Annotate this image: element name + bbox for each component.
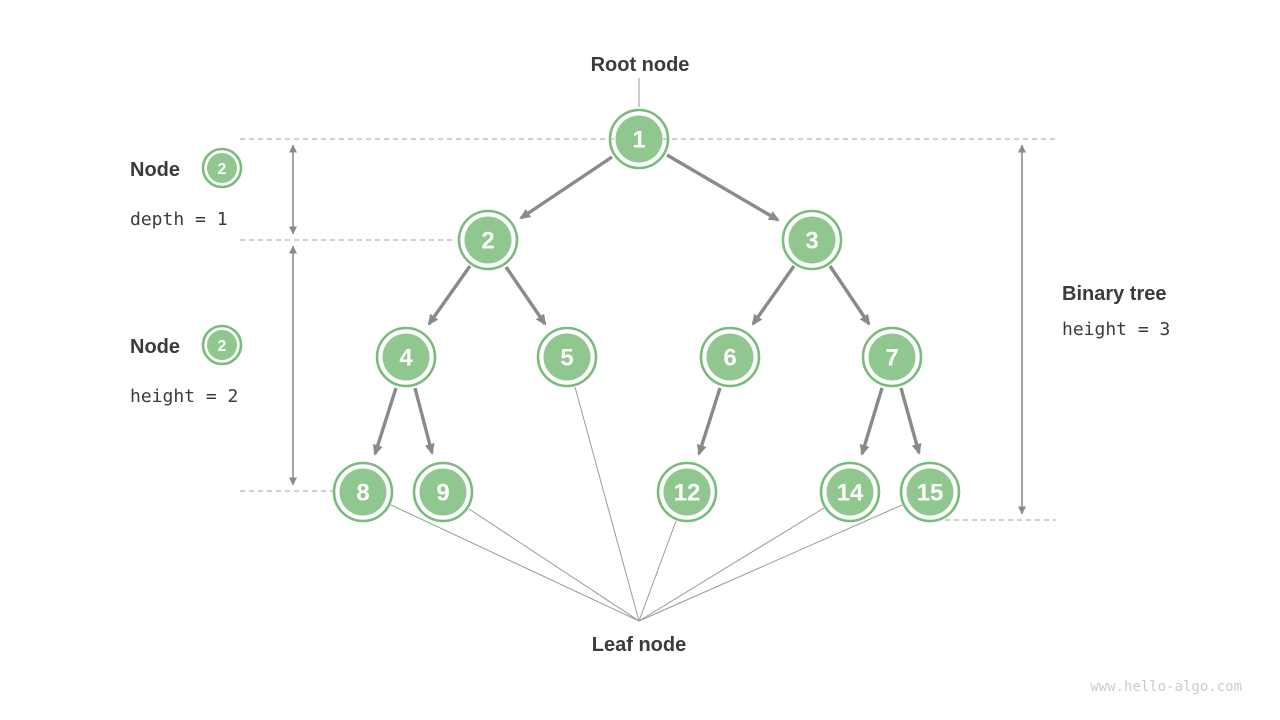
legend-depth-badge-ring xyxy=(201,147,243,189)
edge-7-15 xyxy=(899,387,922,455)
edge-2-5 xyxy=(504,266,547,326)
tree-node-15: 15 xyxy=(899,461,961,523)
node-ring xyxy=(412,461,474,523)
node-value: 15 xyxy=(917,480,944,507)
edge-1-3 xyxy=(666,153,780,222)
legend-height-badge-value: 2 xyxy=(218,338,227,355)
node-circle xyxy=(868,333,916,381)
node-value: 6 xyxy=(723,345,736,372)
leaf-line-15 xyxy=(638,504,903,622)
leaf-line-8 xyxy=(390,504,640,622)
node-circle xyxy=(419,468,467,516)
legend-height-caption: height = 2 xyxy=(130,386,238,407)
leaf-node-label: Leaf node xyxy=(592,634,686,656)
edge-4-9 xyxy=(413,387,435,455)
tree-node-9: 9 xyxy=(412,461,474,523)
tree-node-2: 2 xyxy=(457,209,519,271)
legend-height-node-label: Node xyxy=(130,336,180,358)
binary-tree-height-caption: height = 3 xyxy=(1062,319,1170,340)
node-ring xyxy=(375,326,437,388)
edge-1-2 xyxy=(519,155,613,220)
legend-height-badge-circle xyxy=(207,330,237,360)
node-value: 1 xyxy=(632,127,645,154)
edge-3-7 xyxy=(828,265,871,326)
node-value: 2 xyxy=(481,228,494,255)
node-value: 9 xyxy=(436,480,449,507)
legend-node-height: Node 2 height = 2 xyxy=(130,324,243,407)
leaf-line-9 xyxy=(468,508,640,622)
node-value: 14 xyxy=(837,480,864,507)
tree-node-3: 3 xyxy=(781,209,843,271)
node-value: 7 xyxy=(885,345,898,372)
tree-node-12: 12 xyxy=(656,461,718,523)
node-ring xyxy=(861,326,923,388)
binary-tree-label: Binary tree xyxy=(1062,283,1167,305)
node-ring xyxy=(608,108,670,170)
node-circle xyxy=(706,333,754,381)
legend-tree-height: Binary tree height = 3 xyxy=(1062,283,1170,340)
tree-edges xyxy=(372,153,922,456)
edge-6-12 xyxy=(696,387,722,456)
node-ring xyxy=(536,326,598,388)
node-ring xyxy=(819,461,881,523)
footer-watermark: www.hello-algo.com xyxy=(1090,679,1242,695)
edge-7-14 xyxy=(859,387,884,456)
legend-depth: Node 2 depth = 1 xyxy=(130,147,243,230)
tree-nodes: 1 2 3 4 5 6 7 xyxy=(332,108,961,523)
node-circle xyxy=(906,468,954,516)
node-ring xyxy=(699,326,761,388)
tree-node-8: 8 xyxy=(332,461,394,523)
node-ring xyxy=(457,209,519,271)
edge-2-4 xyxy=(427,265,472,326)
node-value: 8 xyxy=(356,480,369,507)
root-node-label: Root node xyxy=(591,54,690,76)
leaf-line-14 xyxy=(638,507,825,622)
tree-node-4: 4 xyxy=(375,326,437,388)
tree-node-7: 7 xyxy=(861,326,923,388)
legend-height-badge-ring xyxy=(201,324,243,366)
edge-3-6 xyxy=(751,265,796,326)
node-circle xyxy=(339,468,387,516)
node-circle xyxy=(543,333,591,381)
legend-depth-caption: depth = 1 xyxy=(130,209,228,230)
tree-node-14: 14 xyxy=(819,461,881,523)
node-circle xyxy=(382,333,430,381)
legend-depth-badge-circle xyxy=(207,153,237,183)
tree-node-6: 6 xyxy=(699,326,761,388)
edge-4-8 xyxy=(372,387,398,456)
leaf-pointer-lines xyxy=(390,386,903,622)
node-ring xyxy=(332,461,394,523)
node-circle xyxy=(663,468,711,516)
node-circle xyxy=(615,115,663,163)
legend-depth-badge-value: 2 xyxy=(218,161,227,178)
node-ring xyxy=(781,209,843,271)
node-circle xyxy=(826,468,874,516)
node-value: 5 xyxy=(560,345,573,372)
node-ring xyxy=(656,461,718,523)
tree-node-5: 5 xyxy=(536,326,598,388)
leaf-line-12 xyxy=(638,520,677,622)
tree-node-1: 1 xyxy=(608,108,670,170)
node-circle xyxy=(464,216,512,264)
node-value: 12 xyxy=(674,480,701,507)
leaf-line-5 xyxy=(574,386,640,622)
node-value: 4 xyxy=(399,345,413,372)
node-ring xyxy=(899,461,961,523)
node-circle xyxy=(788,216,836,264)
node-value: 3 xyxy=(805,228,818,255)
legend-depth-node-label: Node xyxy=(130,159,180,181)
